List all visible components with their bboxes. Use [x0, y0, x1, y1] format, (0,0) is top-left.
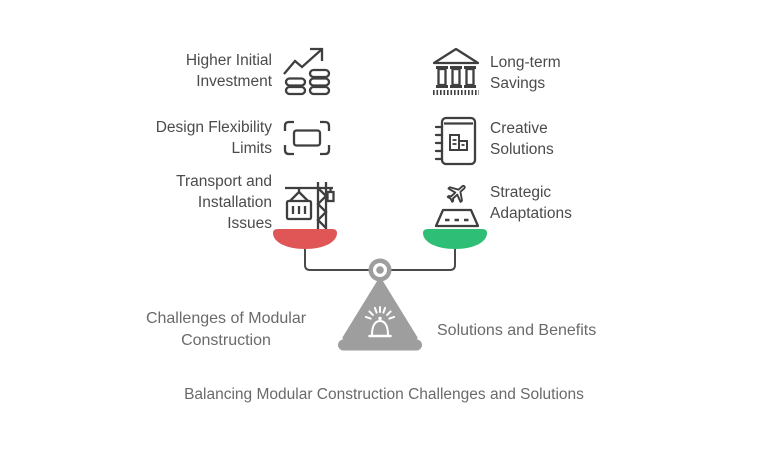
alarm-bell-icon: [364, 306, 396, 338]
benefit-label-strategic-adaptations: Strategic Adaptations: [490, 184, 572, 222]
investment-growth-icon: [281, 44, 333, 96]
challenge-label-design-flexibility-limits: Design Flexibility Limits: [155, 119, 272, 157]
benefit-label-creative-solutions: Creative Solutions: [490, 120, 554, 158]
crane-icon: [283, 179, 335, 231]
plane-takeoff-icon: [430, 180, 484, 228]
caption: Balancing Modular Construction Challenge…: [184, 386, 584, 403]
bank-icon: [431, 46, 481, 96]
design-frame-icon: [283, 120, 331, 156]
scale-pivot: [368, 258, 392, 282]
challenge-label-transport-installation-issues: Transport and Installation Issues: [176, 173, 272, 232]
balance-scale: [273, 229, 487, 351]
right-side-label-solutions: Solutions and Benefits: [437, 322, 597, 339]
scale-right-pan: [423, 229, 487, 249]
benefit-label-long-term-savings: Long-term Savings: [490, 54, 561, 92]
scale-left-pan: [273, 229, 337, 249]
left-side-label-challenges: Challenges of Modular Construction: [145, 310, 307, 349]
notebook-icon: [433, 115, 479, 167]
challenge-label-higher-initial-investment: Higher Initial Investment: [185, 52, 272, 90]
scale-base: [338, 339, 422, 351]
